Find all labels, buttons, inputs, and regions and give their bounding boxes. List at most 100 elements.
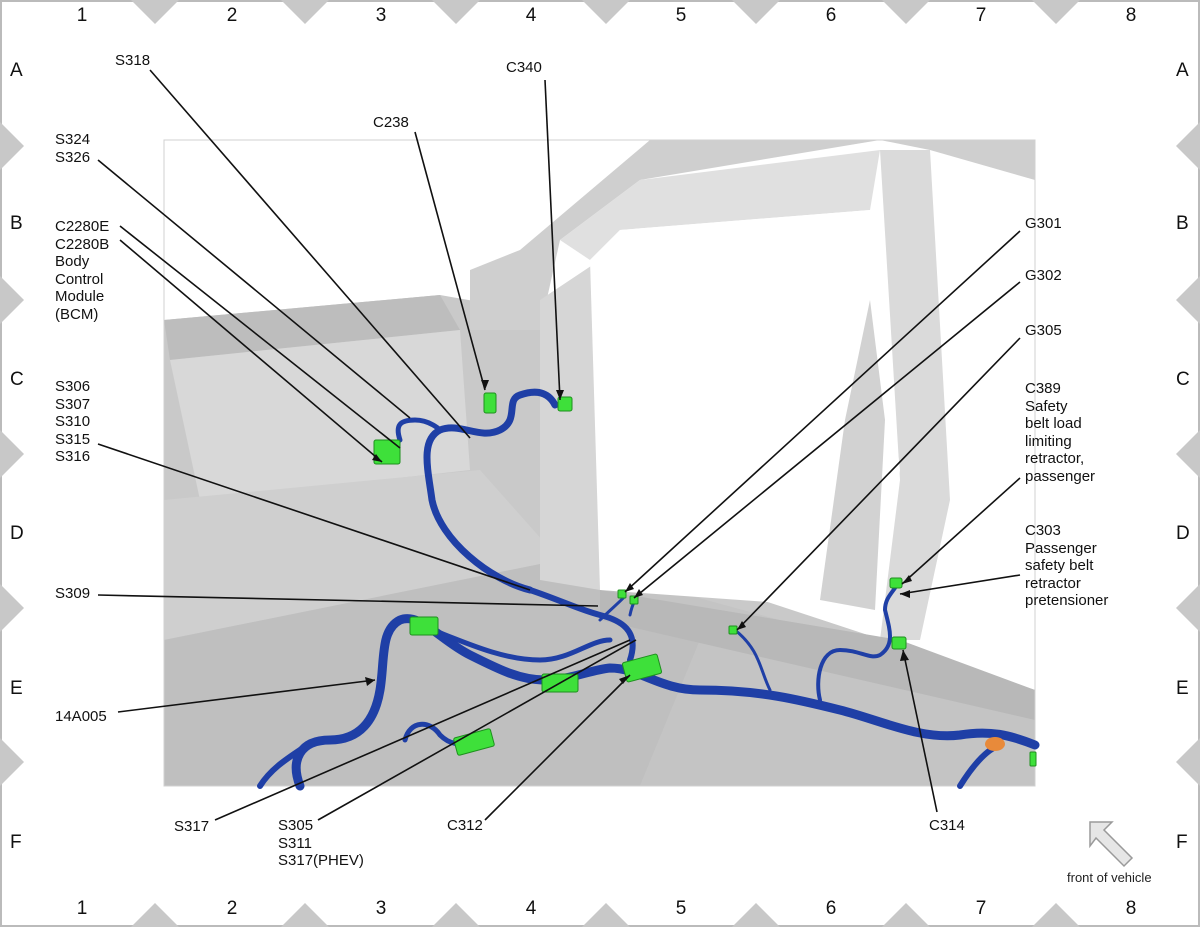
front-of-vehicle-arrow-icon [1089, 821, 1134, 868]
callout-line: pretensioner [1025, 592, 1109, 609]
grid-col-label: 8 [1125, 898, 1137, 919]
grid-row-label: B [10, 213, 23, 234]
callout-c312: C312 [447, 817, 483, 835]
callout-line: Safety [1025, 397, 1068, 415]
grid-diamond [1176, 122, 1200, 170]
callout-line: G305 [1025, 322, 1062, 339]
leader-arrowheads [365, 380, 912, 686]
connector-c312 [621, 653, 663, 683]
grid-diamond [582, 903, 630, 927]
grid-diamond [131, 903, 179, 927]
grid-col-label: 2 [226, 898, 238, 919]
grid-col-label: 4 [525, 5, 537, 26]
grid-diamond [1176, 430, 1200, 478]
grid-diamond [0, 122, 24, 170]
callout-line: S317(PHEV) [278, 852, 364, 869]
callout-c389: C389 Safety belt load limiting retractor… [1025, 380, 1095, 485]
callout-line: S318 [115, 52, 151, 69]
grid-row-label: B [1176, 213, 1189, 234]
callout-line: S324 [55, 131, 91, 148]
terminal-g301 [617, 589, 627, 599]
grid-row-label: A [10, 60, 23, 81]
callout-line: S311 [278, 834, 312, 852]
grid-row-label: E [10, 678, 23, 699]
callout-s306-group: S306 S307 S310 S315 S316 [55, 378, 90, 466]
callout-line: S326 [55, 148, 91, 166]
callout-line: S306 [55, 378, 91, 395]
callout-line: C389 [1025, 380, 1061, 397]
callout-line: S307 [55, 395, 91, 413]
callout-line: S309 [55, 585, 91, 602]
grid-diamond [0, 276, 24, 324]
grid-col-label: 3 [375, 898, 387, 919]
grid-diamond [1176, 276, 1200, 324]
callout-s305-group: S305 S311 S317(PHEV) [278, 817, 364, 870]
connector-c303 [889, 577, 903, 589]
callout-line: C2280E [55, 218, 110, 235]
callout-line: safety belt [1025, 557, 1094, 574]
callout-line: retractor, [1025, 450, 1085, 467]
callout-line: passenger [1025, 467, 1096, 485]
connector-far-right [1029, 751, 1037, 767]
grid-diamond [882, 903, 930, 927]
grid-diamond [1032, 0, 1080, 24]
grid-diamond [432, 0, 480, 24]
front-of-vehicle-label: front of vehicle [1067, 870, 1152, 885]
callout-line: S305 [278, 817, 314, 834]
grid-col-label: 5 [675, 898, 687, 919]
callout-line: limiting [1025, 432, 1072, 450]
callout-s324-s326: S324 S326 [55, 131, 90, 166]
grid-col-label: 4 [525, 898, 537, 919]
callout-line: Passenger [1025, 539, 1097, 557]
callout-c2280-bcm: C2280E C2280B Body Control Module (BCM) [55, 218, 109, 323]
grid-diamond [131, 0, 179, 24]
grid-col-label: 7 [975, 5, 987, 26]
callout-line: C238 [373, 114, 409, 131]
callout-g301: G301 [1025, 215, 1062, 233]
grid-diamond [432, 903, 480, 927]
callout-c238: C238 [373, 114, 409, 132]
callout-line: Module [55, 288, 105, 305]
callout-line: C314 [929, 817, 965, 834]
terminal-g302 [629, 595, 639, 605]
callout-line: S310 [55, 413, 91, 430]
grid-diamond [882, 0, 930, 24]
callout-s318: S318 [115, 52, 150, 70]
connector-c2280 [373, 439, 401, 465]
callout-c303: C303 Passenger safety belt retractor pre… [1025, 522, 1108, 610]
grid-col-label: 6 [825, 898, 837, 919]
grid-diamond [1032, 903, 1080, 927]
grid-diamond [1176, 738, 1200, 786]
connector-c340 [557, 396, 573, 412]
callout-line: belt load [1025, 415, 1082, 432]
connector-e-upper [409, 616, 439, 636]
grid-diamond [281, 0, 329, 24]
grid-col-label: 7 [975, 898, 987, 919]
callout-line: C303 [1025, 522, 1061, 539]
callout-s317: S317 [174, 818, 209, 836]
callout-c340: C340 [506, 59, 542, 77]
callout-line: 14A005 [55, 708, 107, 725]
grid-diamond [582, 0, 630, 24]
callout-c314: C314 [929, 817, 965, 835]
grid-diamond [1176, 584, 1200, 632]
terminal-g305 [728, 625, 738, 635]
callout-line: (BCM) [55, 305, 99, 323]
grid-diamond [0, 584, 24, 632]
connector-c238 [483, 392, 497, 414]
grid-row-label: F [1176, 832, 1188, 853]
leader-lines [97, 69, 1021, 821]
callout-g302: G302 [1025, 267, 1062, 285]
grid-col-label: 6 [825, 5, 837, 26]
callout-line: S317 [174, 818, 210, 835]
grid-diamond [281, 903, 329, 927]
callout-line: C2280B [55, 235, 110, 253]
grid-row-label: D [1176, 523, 1190, 544]
grid-row-label: E [1176, 678, 1189, 699]
grid-diamond [732, 0, 780, 24]
grid-col-label: 2 [226, 5, 238, 26]
grid-row-label: C [1176, 369, 1190, 390]
grid-col-label: 1 [76, 5, 88, 26]
